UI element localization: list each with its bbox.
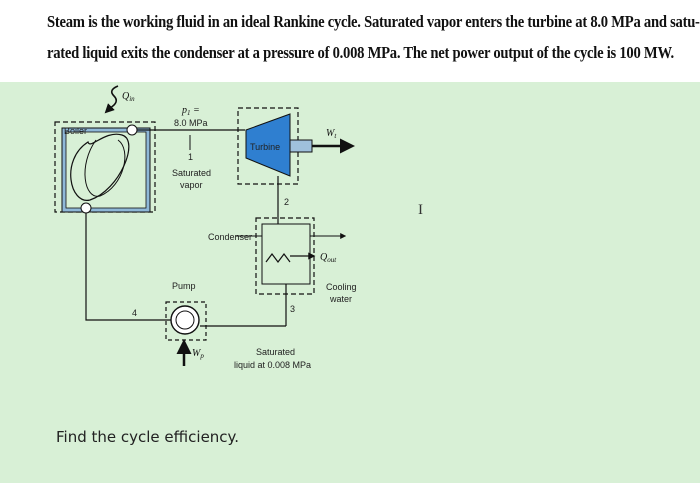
condenser-label: Condenser — [208, 232, 252, 242]
boiler-label: Boiler — [64, 126, 87, 136]
boiler: Boiler — [54, 121, 156, 214]
pump: Pump — [165, 281, 207, 341]
problem-line-2: rated liquid exits the condenser at a pr… — [47, 43, 674, 62]
q-in-label: Qin — [104, 85, 135, 114]
svg-text:Qin: Qin — [122, 91, 135, 103]
saturated-vapor-label-2: vapor — [180, 180, 203, 190]
text-cursor-icon: I — [418, 202, 423, 218]
saturated-vapor-label-1: Saturated — [172, 168, 211, 178]
rankine-cycle-diagram: Qin Boiler p1 = 8.0 MPa 1 Saturated vapo… — [54, 85, 423, 370]
state-4-label: 4 — [132, 308, 137, 318]
turbine: Turbine — [237, 107, 313, 185]
p1-value: 8.0 MPa — [174, 118, 208, 128]
wt-label: Wt — [326, 128, 337, 140]
saturated-liquid-label-1: Saturated — [256, 347, 295, 357]
problem-line-1: Steam is the working fluid in an ideal R… — [47, 12, 700, 31]
condenser: Condenser — [208, 217, 315, 295]
state-3-label: 3 — [290, 304, 295, 314]
state-1-label: 1 — [188, 152, 193, 162]
state-2-label: 2 — [284, 197, 289, 207]
pump-label: Pump — [172, 281, 196, 291]
p1-label: p1 = — [181, 105, 200, 117]
cooling-water-label-2: water — [329, 294, 352, 304]
saturated-liquid-label-2: liquid at 0.008 MPa — [234, 360, 311, 370]
turbine-label: Turbine — [250, 142, 280, 152]
wp-label: Wp — [192, 348, 204, 360]
question-text: Find the cycle efficiency. — [56, 428, 240, 446]
problem-statement: Steam is the working fluid in an ideal R… — [0, 0, 700, 82]
q-out-label: Qout — [320, 252, 337, 264]
cooling-water-label-1: Cooling — [326, 282, 357, 292]
